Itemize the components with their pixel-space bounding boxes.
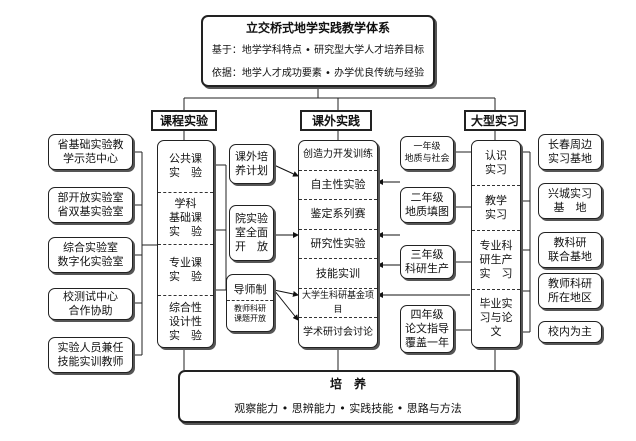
base-box-1: 长春周边 实习基地: [538, 134, 602, 170]
internship-column: 认识 实习 教学 实习 专业科 研生产 实 习 毕业实 习与论 文: [471, 140, 521, 348]
course-item: 综合性 设计性 实 验: [169, 300, 202, 342]
extracurricular-item: 大学生科研基金项目: [299, 289, 377, 319]
lab-open-box: 院实验 室全面 开 放: [229, 205, 274, 261]
system-title: 立交桥式地学实践教学体系: [245, 21, 390, 36]
course-item: 公共课 实 验: [158, 141, 213, 193]
year-2-label: 二年级 地质填图: [400, 187, 454, 223]
support-box-4: 校测试中心 合作协助: [48, 288, 133, 320]
course-item: 专业课 实 验: [158, 245, 213, 297]
internship-item: 毕业实 习与论 文: [479, 297, 513, 339]
base-box-5: 校内为主: [538, 321, 602, 343]
header-extracurricular: 课外实践: [300, 110, 372, 131]
extracurricular-item: 鉴定系列赛: [299, 200, 377, 230]
support-box-2: 部开放实验室 省双基实验室: [48, 187, 133, 223]
internship-item: 专业科 研生产 实 习: [472, 231, 520, 290]
support-box-3: 综合实验室 数字化实验室: [48, 237, 133, 273]
foundation-line: 依据：地学人才成功要素 • 办学优良传统与经验: [211, 67, 425, 79]
base-box-3: 教科研 联合基地: [538, 232, 602, 268]
year-4-label: 四年级 论文指导 覆盖一年: [400, 305, 454, 353]
abilities-line: 观察能力 • 思辨能力 • 实践技能 • 思路与方法: [234, 401, 462, 415]
internship-item: 认识 实习: [472, 141, 520, 187]
course-item: 学科 基础课 实 验: [158, 193, 213, 245]
basis-line: 基于：地学学科特点 • 研究型大学人才培养目标: [211, 44, 425, 56]
support-box-1: 省基础实验教 学示范中心: [48, 134, 133, 170]
plan-box: 课外培 养计划: [229, 144, 274, 184]
base-box-4: 教师科研 所在地区: [538, 273, 602, 309]
extracurricular-item: 技能实训: [299, 259, 377, 289]
extracurricular-item: 研究性实验: [299, 230, 377, 260]
extracurricular-column: 创造力开发训练 自主性实验 鉴定系列赛 研究性实验 技能实训 大学生科研基金项目…: [298, 140, 378, 348]
bottom-box: 培 养 观察能力 • 思辨能力 • 实践技能 • 思路与方法: [178, 370, 518, 423]
extracurricular-item: 学术研讨会讨论: [303, 326, 373, 338]
extracurricular-item: 创造力开发训练: [299, 141, 377, 171]
cultivate-title: 培 养: [329, 377, 366, 392]
header-course: 课程实验: [151, 110, 217, 131]
top-box: 立交桥式地学实践教学体系 基于：地学学科特点 • 研究型大学人才培养目标 依据：…: [201, 15, 435, 87]
year-3-label: 三年级 科研生产: [400, 245, 454, 279]
extracurricular-item: 自主性实验: [299, 171, 377, 201]
internship-item: 教学 实习: [472, 186, 520, 232]
year-1-label: 一年级 地质与社会: [400, 136, 454, 170]
mentor-box: 导师制 教师科研 课题开放: [226, 274, 274, 332]
base-box-2: 兴城实习 基 地: [538, 183, 602, 219]
mentor-label: 导师制: [227, 283, 273, 301]
support-box-5: 实验人员兼任 技能实训教师: [48, 337, 133, 373]
course-column: 公共课 实 验 学科 基础课 实 验 专业课 实 验 综合性 设计性 实 验: [157, 140, 214, 348]
header-internship: 大型实习: [464, 110, 526, 131]
mentor-note: 教师科研 课题开放: [234, 303, 266, 323]
